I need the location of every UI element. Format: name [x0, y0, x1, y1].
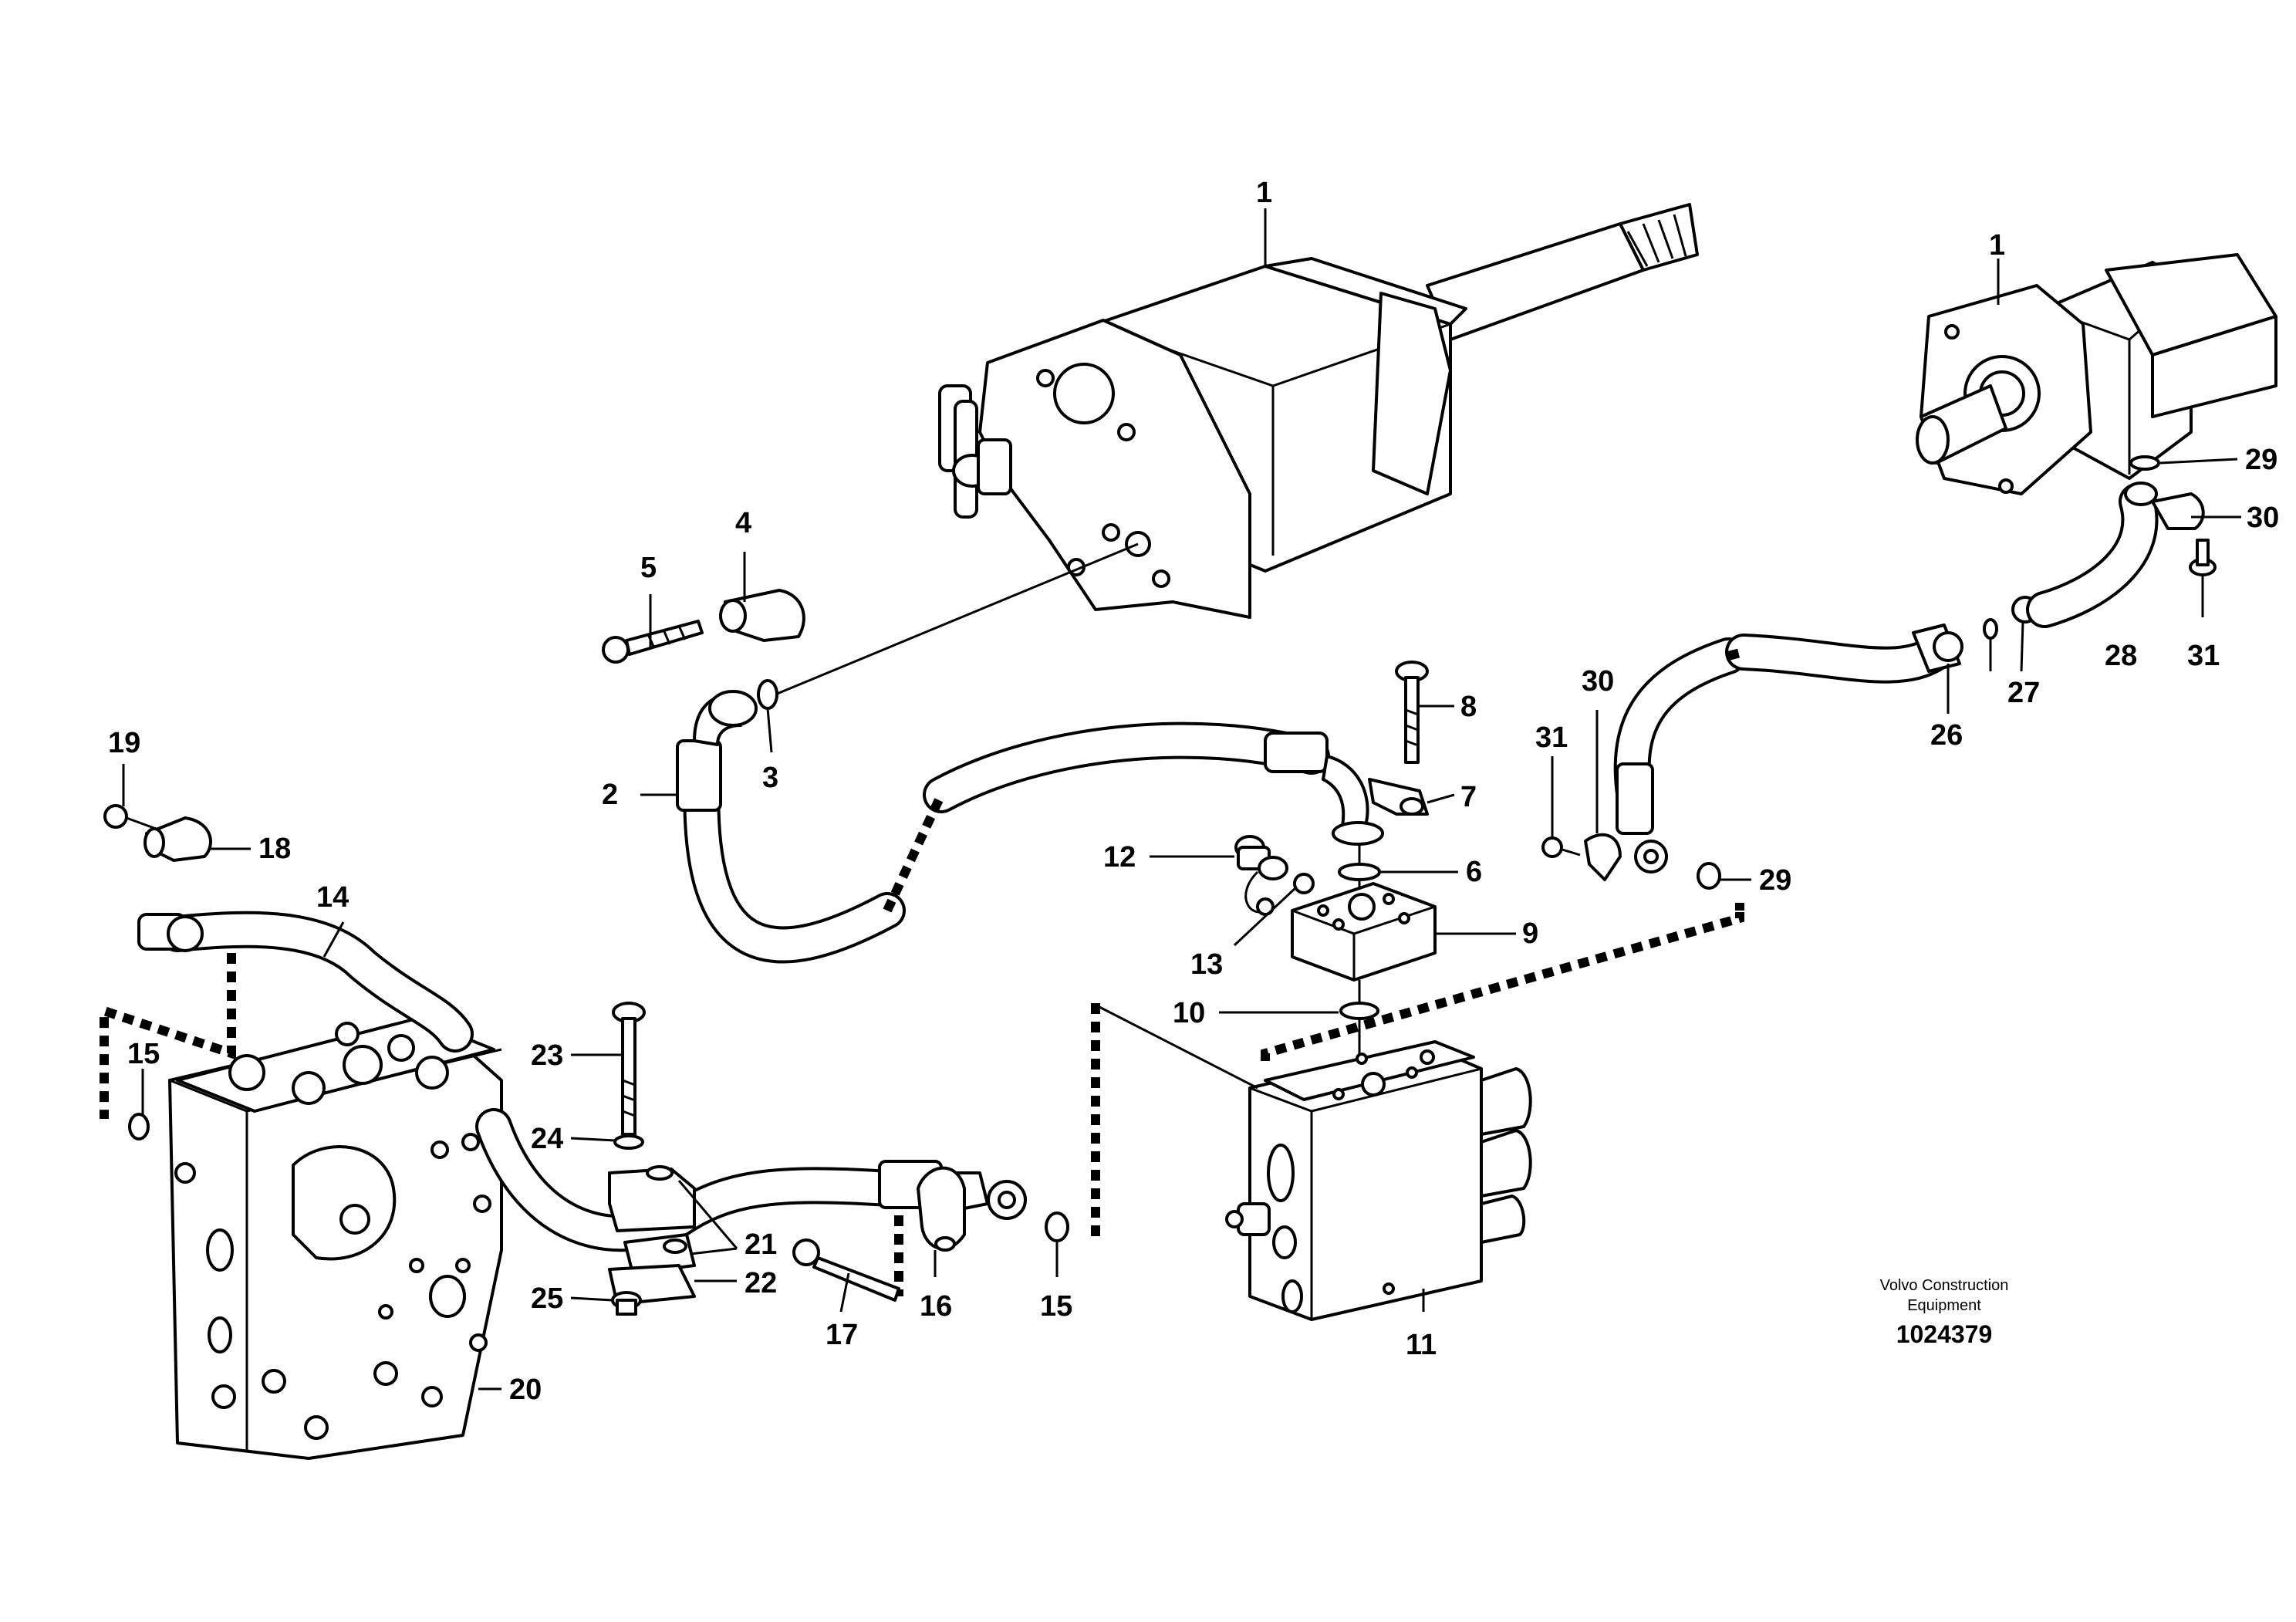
hydraulic-pump-secondary — [1916, 253, 2277, 495]
clamp-30-right — [2151, 492, 2205, 530]
callout-27: 27 — [2007, 677, 2040, 709]
callout-5: 5 — [640, 552, 657, 584]
callout-15-right: 15 — [1040, 1290, 1072, 1323]
callout-10: 10 — [1173, 997, 1205, 1029]
callout-21: 21 — [745, 1228, 777, 1261]
callout-26: 26 — [1930, 719, 1963, 752]
o-ring-10 — [1339, 1002, 1379, 1020]
callout-24: 24 — [531, 1123, 563, 1155]
adapter-block-9 — [1291, 882, 1437, 982]
bolt-19 — [103, 804, 159, 831]
callout-31-left: 31 — [1535, 721, 1568, 754]
callout-30-right: 30 — [2247, 502, 2279, 534]
callout-12: 12 — [1103, 841, 1136, 874]
callout-1-main: 1 — [1256, 177, 1272, 209]
clamp-21-lower — [623, 1233, 696, 1275]
fitting-29 — [1634, 840, 1668, 874]
hose-28 — [2011, 482, 2159, 628]
callout-29-bottom: 29 — [1759, 864, 1791, 897]
callout-18: 18 — [258, 833, 291, 865]
callout-14: 14 — [316, 881, 349, 914]
callout-9: 9 — [1522, 917, 1538, 950]
bolt-31-right — [2189, 539, 2217, 576]
brand-line-1: Volvo Construction — [1880, 1277, 2009, 1294]
hose-2 — [676, 690, 1384, 964]
o-ring-6 — [1338, 863, 1381, 881]
test-plug-12 — [1234, 835, 1288, 916]
valve-block-11 — [1225, 1040, 1532, 1321]
o-ring-3 — [757, 679, 778, 710]
callout-8: 8 — [1460, 691, 1477, 723]
document-number: 1024379 — [1896, 1320, 1993, 1348]
o-ring-15-left — [128, 1113, 150, 1140]
callout-20: 20 — [509, 1374, 542, 1406]
o-ring-29-bottom — [1697, 862, 1721, 890]
clamp-16 — [917, 1166, 966, 1252]
bolt-5 — [602, 620, 704, 664]
o-ring-13 — [1293, 873, 1315, 894]
callout-16: 16 — [920, 1290, 952, 1323]
clamp-30-left — [1584, 833, 1622, 881]
bolt-23 — [612, 1002, 646, 1136]
clamp-7 — [1368, 778, 1429, 816]
callout-19: 19 — [108, 727, 140, 759]
clamp-18 — [144, 816, 212, 862]
callout-3: 3 — [762, 762, 778, 794]
connection-dash-11-29 — [1261, 912, 1744, 1061]
callout-13: 13 — [1190, 948, 1223, 981]
callout-7: 7 — [1460, 781, 1477, 813]
clamp-4 — [719, 589, 805, 642]
callout-4: 4 — [735, 507, 751, 539]
callout-1-secondary: 1 — [1989, 229, 2005, 262]
bolt-31-left — [1541, 836, 1581, 858]
callout-28: 28 — [2105, 640, 2137, 672]
callout-11: 11 — [1406, 1329, 1437, 1361]
o-ring-27 — [1983, 618, 1998, 640]
callout-23: 23 — [531, 1039, 563, 1072]
o-ring-29-top — [2129, 455, 2160, 471]
leader-lines — [122, 208, 2241, 1391]
callout-25: 25 — [531, 1282, 563, 1315]
control-valve-20 — [168, 1017, 503, 1460]
callouts: 1 1 2 3 4 5 6 7 8 9 10 11 12 13 14 15 15… — [108, 177, 2279, 1406]
callout-6: 6 — [1466, 856, 1482, 888]
nut-25 — [611, 1291, 642, 1316]
callout-17: 17 — [826, 1319, 858, 1351]
hose-14 — [137, 911, 474, 1053]
callout-15-left: 15 — [127, 1038, 160, 1070]
hydraulic-pump-main — [938, 203, 1699, 619]
callout-2: 2 — [602, 779, 618, 811]
connection-dash-14-15 — [100, 953, 236, 1119]
bolt-17 — [792, 1238, 900, 1302]
o-ring-15-right — [1045, 1211, 1069, 1242]
assembly-line-3 — [775, 542, 1139, 696]
hose-26 — [1613, 623, 1963, 835]
bolt-8 — [1395, 661, 1429, 764]
washer-24 — [613, 1134, 644, 1150]
brand-line-2: Equipment — [1907, 1297, 1981, 1314]
callout-31-right: 31 — [2187, 640, 2220, 672]
callout-30-left: 30 — [1582, 665, 1614, 698]
brand-block: Volvo Construction Equipment 1024379 — [1880, 1277, 2009, 1348]
callout-29-top: 29 — [2245, 444, 2277, 476]
clamp-21-upper — [608, 1165, 696, 1232]
callout-22: 22 — [745, 1267, 777, 1299]
